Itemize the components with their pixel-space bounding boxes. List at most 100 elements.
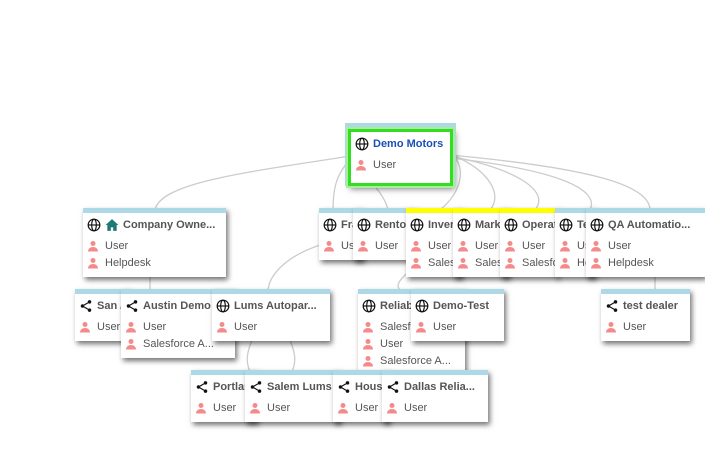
person-icon	[87, 240, 99, 252]
node-header[interactable]: test dealer	[601, 294, 690, 318]
globe-icon	[590, 218, 604, 232]
node-role-row: User	[245, 399, 340, 416]
person-icon	[195, 402, 207, 414]
node-header[interactable]: Austin Demo	[121, 294, 235, 318]
node-header[interactable]: Rento	[353, 213, 415, 237]
share-icon	[195, 380, 209, 394]
node-role-row: User	[500, 237, 558, 254]
share-icon	[386, 380, 400, 394]
person-icon	[504, 257, 516, 269]
node-role-row: User	[382, 399, 488, 416]
node-role-row: Helpdesk	[586, 254, 705, 271]
node-san[interactable]: San / User	[75, 289, 129, 341]
node-header[interactable]: Inver	[406, 213, 462, 237]
node-role-row: Sales	[453, 254, 509, 271]
node-role-row: User	[75, 318, 129, 335]
node-header[interactable]: Reliab	[358, 294, 465, 318]
node-role-label: Salesforce A...	[380, 354, 451, 367]
node-title[interactable]: Demo-Test	[433, 300, 490, 312]
node-operat[interactable]: Operat User Salesfo	[500, 208, 558, 277]
node-demo-motors[interactable]: Demo Motors User	[348, 129, 453, 186]
node-housi[interactable]: Housi User	[333, 370, 389, 422]
globe-icon	[357, 218, 371, 232]
node-title[interactable]: Reliab	[380, 300, 414, 312]
node-salem-lums[interactable]: Salem Lums User	[245, 370, 340, 422]
node-header[interactable]: Portlan	[191, 375, 257, 399]
node-role-row: User	[353, 237, 415, 254]
person-icon	[125, 321, 137, 333]
node-header[interactable]: Operat	[500, 213, 558, 237]
node-role-row: User	[121, 318, 235, 335]
node-header[interactable]: QA Automatio...	[586, 213, 705, 237]
node-header[interactable]: San /	[75, 294, 129, 318]
node-title[interactable]: Salem Lums	[267, 381, 332, 393]
node-role-label: Sales	[475, 256, 503, 269]
node-role-row: User	[406, 237, 462, 254]
node-title[interactable]: Dallas Relia...	[404, 381, 475, 393]
node-role-row: User	[601, 318, 690, 335]
node-title[interactable]: Company Owne...	[123, 219, 216, 231]
node-title[interactable]: Operat	[522, 219, 558, 231]
node-title[interactable]: test dealer	[623, 300, 679, 312]
person-icon	[357, 240, 369, 252]
node-dallas-relia[interactable]: Dallas Relia... User	[382, 370, 488, 422]
person-icon	[362, 338, 374, 350]
node-test-dealer[interactable]: test dealer User	[601, 289, 690, 341]
globe-icon	[355, 137, 369, 151]
node-role-label: Helpdesk	[608, 256, 654, 269]
node-role-row: User	[83, 237, 226, 254]
globe-icon	[504, 218, 518, 232]
person-icon	[362, 355, 374, 367]
person-icon	[216, 321, 228, 333]
node-title[interactable]: San /	[97, 300, 124, 312]
node-role-label: User	[375, 239, 399, 252]
node-inver[interactable]: Inver User Sales	[406, 208, 462, 277]
node-role-label: Salesfo	[522, 256, 558, 269]
node-title[interactable]: Lums Autopar...	[234, 300, 317, 312]
globe-icon	[410, 218, 424, 232]
node-role-label: User	[373, 158, 397, 171]
person-icon	[323, 240, 335, 252]
node-role-label: User	[97, 320, 121, 333]
node-header[interactable]: Marke	[453, 213, 509, 237]
share-icon	[337, 380, 351, 394]
node-role-label: User	[433, 320, 457, 333]
node-lums-autopar[interactable]: Lums Autopar... User	[212, 289, 330, 341]
node-header[interactable]: Salem Lums	[245, 375, 340, 399]
person-icon	[590, 240, 602, 252]
node-header[interactable]: Demo-Test	[411, 294, 504, 318]
person-icon	[457, 240, 469, 252]
person-icon	[590, 257, 602, 269]
node-role-label: User	[105, 239, 129, 252]
node-marke[interactable]: Marke User Sales	[453, 208, 509, 277]
node-title[interactable]: Austin Demo	[143, 300, 211, 312]
node-title[interactable]: Demo Motors	[373, 138, 444, 150]
node-title[interactable]: Portlan	[213, 381, 251, 393]
node-title[interactable]: Rento	[375, 219, 407, 231]
node-header[interactable]: Housi	[333, 375, 389, 399]
person-icon	[362, 321, 374, 333]
node-header[interactable]: Company Owne...	[83, 213, 226, 237]
node-header[interactable]: Lums Autopar...	[212, 294, 330, 318]
node-qa-automation[interactable]: QA Automatio... User Helpdesk	[586, 208, 705, 277]
person-icon	[249, 402, 261, 414]
node-title[interactable]: Marke	[475, 219, 507, 231]
node-title[interactable]: QA Automatio...	[608, 219, 691, 231]
globe-icon	[362, 299, 376, 313]
node-role-row: User	[586, 237, 705, 254]
node-title[interactable]: Housi	[355, 381, 386, 393]
node-rento[interactable]: Rento User	[353, 208, 415, 260]
node-role-label: Sales	[428, 256, 456, 269]
node-header[interactable]: Demo Motors	[351, 132, 450, 156]
person-icon	[386, 402, 398, 414]
globe-icon	[216, 299, 230, 313]
node-demo-test[interactable]: Demo-Test User	[411, 289, 504, 341]
node-role-label: User	[522, 239, 546, 252]
node-header[interactable]: Dallas Relia...	[382, 375, 488, 399]
node-title[interactable]: Inver	[428, 219, 455, 231]
node-company-owner[interactable]: Company Owne... User Helpdesk	[83, 208, 226, 277]
node-role-label: Salesforce A...	[143, 337, 214, 350]
node-austin-demo[interactable]: Austin Demo User Salesforce A...	[121, 289, 235, 358]
person-icon	[87, 257, 99, 269]
